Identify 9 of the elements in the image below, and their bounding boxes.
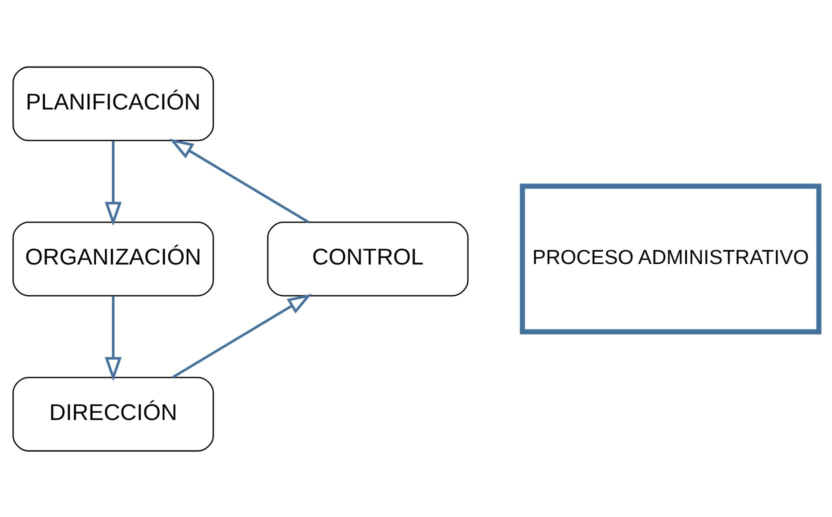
arrow bbox=[104, 296, 122, 381]
arrow bbox=[172, 293, 312, 378]
arrow bbox=[169, 138, 310, 223]
node-box: PROCESO ADMINISTRATIVO bbox=[520, 183, 822, 334]
node-box: PLANIFICACIÓN bbox=[12, 66, 214, 141]
arrow bbox=[104, 140, 122, 226]
node-box: ORGANIZACIÓN bbox=[12, 221, 214, 296]
node-box: DIRECCIÓN bbox=[12, 376, 214, 452]
node-box: CONTROL bbox=[267, 221, 469, 296]
